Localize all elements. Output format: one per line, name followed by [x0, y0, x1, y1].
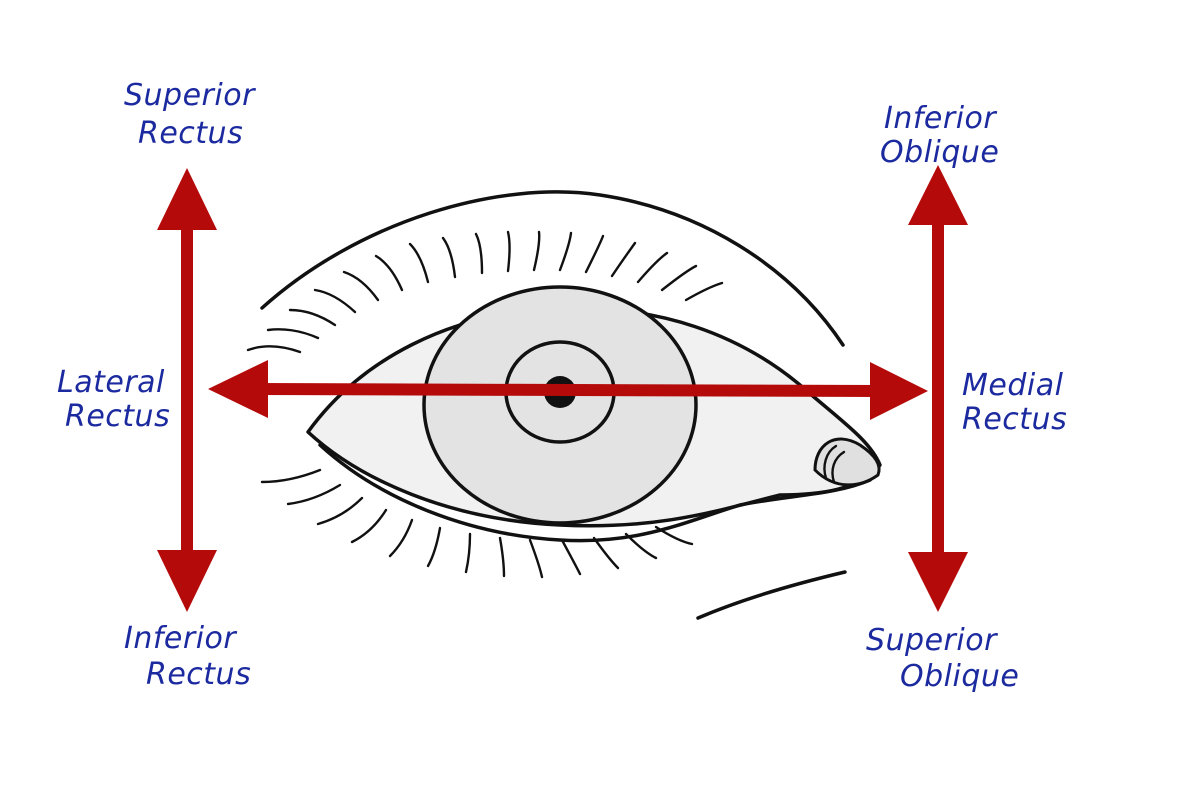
lateral-rectus-label: Lateral Rectus	[57, 365, 175, 434]
superior-rectus-label: Superior Rectus	[124, 78, 265, 151]
superior-oblique-label: Superior Oblique	[866, 623, 1019, 694]
muscle-labels: Superior Rectus Lateral Rectus Inferior …	[57, 78, 1073, 694]
right-vertical-arrow	[908, 165, 968, 612]
muscle-arrows	[157, 165, 968, 612]
lower-lid-crease	[696, 570, 847, 620]
lower-eyelashes	[260, 468, 694, 579]
upper-eyelashes	[246, 230, 724, 354]
left-vertical-arrow	[157, 168, 217, 612]
inferior-oblique-label: Inferior Oblique	[880, 101, 1006, 170]
medial-rectus-label: Medial Rectus	[962, 368, 1073, 437]
eye-illustration	[246, 190, 882, 620]
inferior-rectus-label: Inferior Rectus	[124, 621, 251, 692]
upper-lid-crease	[260, 190, 845, 347]
horizontal-arrow	[208, 360, 928, 420]
